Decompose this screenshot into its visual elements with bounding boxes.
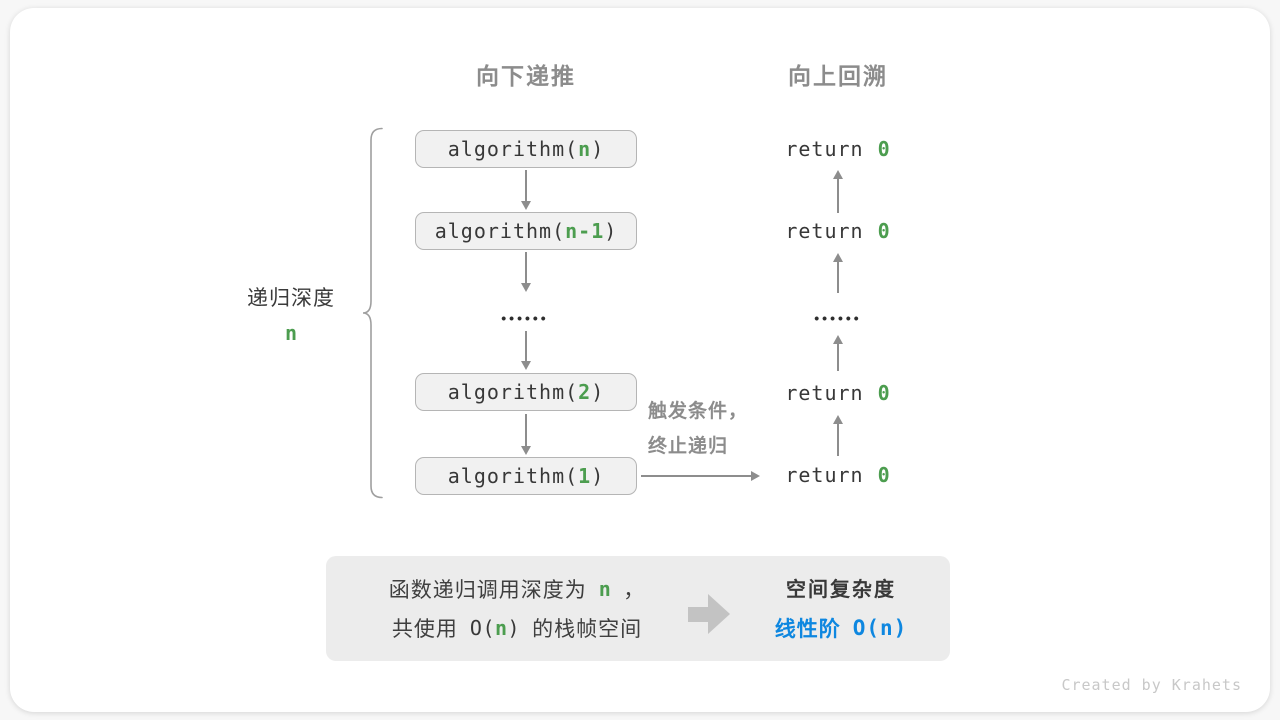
ellipsis-left: ••••••: [501, 310, 549, 326]
up-arrow-icon: [832, 253, 843, 293]
summary-line2: 共使用 O(n) 的栈帧空间: [342, 608, 692, 647]
return-keyword: return: [785, 463, 864, 487]
call-box-algorithm-2: algorithm(2): [415, 373, 637, 411]
call-arg: 2: [578, 380, 592, 404]
implies-arrow-icon: [688, 594, 732, 634]
call-prefix: algorithm(: [447, 380, 579, 404]
call-arg: n: [578, 137, 592, 161]
arrow-head: [708, 594, 730, 634]
call-suffix: ): [591, 464, 605, 488]
space-complexity-title: 空间复杂度: [786, 579, 896, 601]
termination-annotation: 触发条件， 终止递归: [648, 394, 748, 464]
down-arrow-icon: [520, 414, 531, 455]
header-downward-recursion: 向下递推: [476, 63, 576, 89]
summary-line2-bigo: O(n): [469, 615, 521, 640]
recursion-depth-variable: n: [284, 321, 298, 345]
summary-line1-pre: 函数递归调用深度为: [388, 578, 587, 602]
return-statement: return 0: [738, 137, 938, 161]
call-box-algorithm-1: algorithm(1): [415, 457, 637, 495]
call-prefix: algorithm(: [447, 137, 579, 161]
return-keyword: return: [785, 137, 864, 161]
summary-line1: 函数递归调用深度为 n ，: [342, 569, 692, 608]
termination-line2: 终止递归: [648, 436, 729, 457]
call-box-algorithm-n: algorithm(n): [415, 130, 637, 168]
call-prefix: algorithm(: [447, 464, 579, 488]
arrow-shaft: [688, 607, 708, 622]
header-upward-backtracking: 向上回溯: [788, 63, 888, 89]
summary-left-text: 函数递归调用深度为 n ， 共使用 O(n) 的栈帧空间: [342, 569, 692, 647]
termination-line1: 触发条件，: [648, 401, 749, 422]
summary-line2-pre: 共使用: [391, 617, 458, 641]
summary-line1-post: ，: [623, 578, 646, 602]
summary-line1-var: n: [598, 576, 612, 601]
return-value: 0: [877, 137, 891, 161]
call-arg: 1: [578, 464, 592, 488]
return-keyword: return: [785, 219, 864, 243]
return-value: 0: [877, 219, 891, 243]
up-arrow-icon: [832, 415, 843, 456]
return-value: 0: [877, 463, 891, 487]
call-box-algorithm-n-1: algorithm(n-1): [415, 212, 637, 250]
call-arg: n-1: [565, 219, 605, 243]
down-arrow-icon: [520, 252, 531, 292]
recursion-depth-label: 递归深度 n: [206, 282, 376, 345]
watermark-credit: Created by Krahets: [1061, 676, 1242, 694]
result-big-o: O(n): [852, 616, 908, 640]
depth-brace-icon: [362, 127, 383, 499]
call-prefix: algorithm(: [434, 219, 566, 243]
ellipsis-right: ••••••: [814, 310, 862, 326]
summary-right-text: 空间复杂度 线性阶 O(n): [746, 573, 936, 643]
return-value: 0: [877, 381, 891, 405]
up-arrow-icon: [832, 170, 843, 213]
down-arrow-icon: [520, 170, 531, 210]
summary-line2-post: 的栈帧空间: [532, 617, 643, 641]
down-arrow-icon: [520, 331, 531, 370]
up-arrow-icon: [832, 335, 843, 371]
return-statement: return 0: [738, 219, 938, 243]
summary-box: 函数递归调用深度为 n ， 共使用 O(n) 的栈帧空间 空间复杂度 线性阶 O: [326, 556, 950, 661]
return-keyword: return: [785, 381, 864, 405]
call-suffix: ): [591, 137, 605, 161]
recursion-depth-text: 递归深度: [247, 287, 335, 310]
call-suffix: ): [591, 380, 605, 404]
return-statement: return 0: [738, 463, 938, 487]
right-arrow-icon: [641, 470, 760, 481]
result-label: 线性阶: [774, 618, 841, 641]
call-suffix: ): [604, 219, 618, 243]
space-complexity-result: 线性阶 O(n): [746, 613, 936, 643]
return-statement: return 0: [738, 381, 938, 405]
